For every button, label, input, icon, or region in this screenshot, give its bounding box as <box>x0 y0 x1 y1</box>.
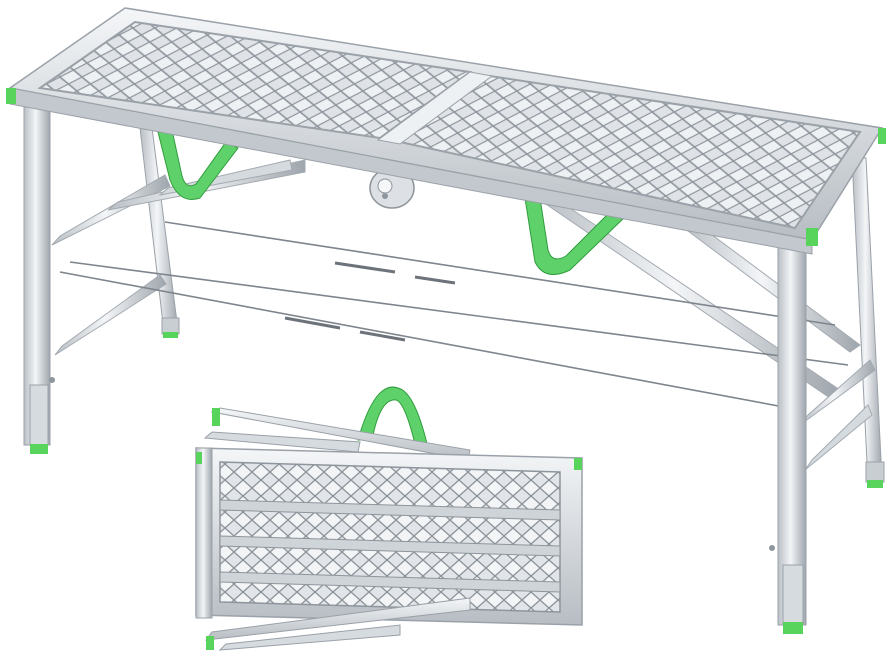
folded-slats <box>219 499 561 593</box>
table-top <box>6 7 886 255</box>
front-left-leg <box>23 99 55 454</box>
open-platform <box>6 7 886 634</box>
back-right-leg <box>851 157 885 488</box>
folded-platform <box>195 386 583 651</box>
tension-cables <box>59 221 849 411</box>
right-bracing <box>538 195 876 471</box>
front-right-leg <box>769 244 807 634</box>
